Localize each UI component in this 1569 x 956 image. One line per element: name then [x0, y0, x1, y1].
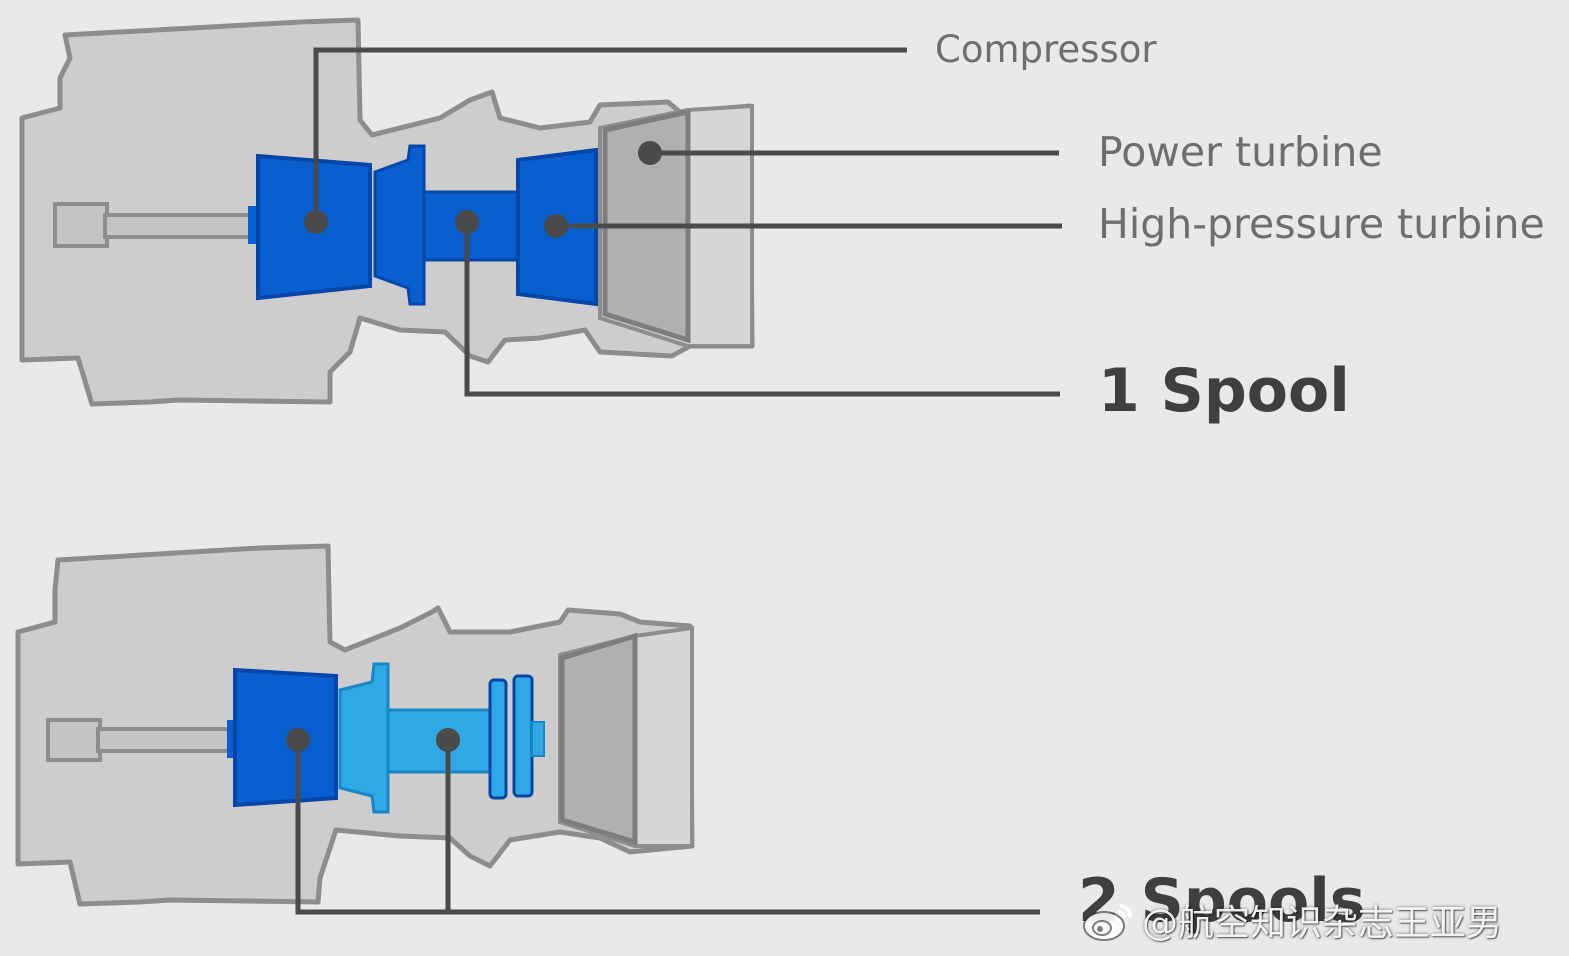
dot-spool2-light	[436, 728, 460, 752]
engine1-combustor-disc	[373, 144, 426, 306]
engine2-light-spool-disc-2	[512, 674, 534, 798]
engine2-compressor-rotor	[233, 667, 338, 808]
engine1-output-shaft	[53, 202, 109, 248]
watermark-text: @航空知识杂志王亚男	[1142, 903, 1503, 944]
engine2-output-shaft-rod	[96, 727, 240, 753]
engine2-light-spool-front	[338, 662, 390, 814]
leader-dots	[286, 141, 662, 752]
dot-spool1	[455, 210, 479, 234]
label-high-pressure-turbine: High-pressure turbine	[1098, 200, 1545, 248]
engine-two-spool	[15, 543, 695, 907]
leader-spool2-dark	[295, 740, 1040, 915]
leader-compressor	[313, 47, 907, 222]
engine2-output-shaft	[46, 718, 102, 762]
engine1-spool	[248, 144, 598, 307]
engine1-output-shaft-rod	[103, 213, 257, 239]
label-power-turbine: Power turbine	[1098, 128, 1383, 176]
engine2-light-spool-tail	[531, 721, 545, 757]
dot-compressor	[304, 210, 328, 234]
leader-spool1	[464, 222, 1060, 397]
dot-power-turbine	[638, 141, 662, 165]
label-2-spools: 2 Spools	[1078, 866, 1366, 936]
leader-lines	[295, 47, 1062, 915]
engine-one-spool	[19, 17, 755, 407]
dot-spool2-dark	[286, 728, 310, 752]
label-1-spool: 1 Spool	[1098, 356, 1350, 426]
label-compressor: Compressor	[935, 28, 1157, 71]
engine2-light-spool-disc-1	[488, 678, 508, 800]
engine2-power-turbine	[559, 632, 638, 846]
watermark: @航空知识杂志王亚男	[1082, 894, 1502, 946]
weibo-logo-icon	[1083, 904, 1133, 941]
dot-hp-turbine	[544, 214, 568, 238]
engine2-second-spool	[338, 662, 545, 814]
